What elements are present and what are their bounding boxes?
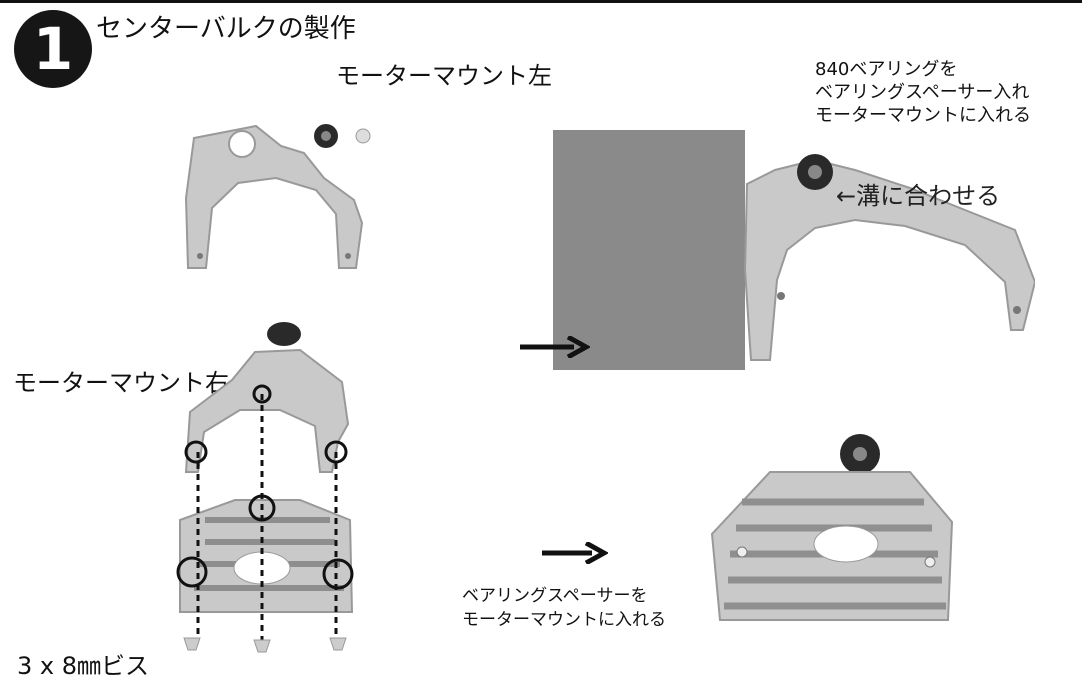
- circle-marker-icon: [324, 440, 348, 464]
- bearing-instruction: 840ベアリングを ベアリングスペーサー入れ モーターマウントに入れる: [815, 58, 1075, 127]
- top-rule: [0, 0, 1082, 3]
- step-number-badge: 1: [14, 10, 92, 88]
- bearing-line-2: ベアリングスペーサー入れ: [815, 82, 1030, 103]
- motor-mount-right-assembly-illustration: [160, 322, 380, 667]
- circle-marker-icon: [176, 556, 208, 588]
- motor-mount-right-label: モーターマウント右: [13, 369, 229, 397]
- screw-icon: [183, 637, 201, 651]
- subtitle-motor-mount-left: モーターマウント左: [336, 62, 552, 90]
- assembled-motor-mount-illustration: [700, 430, 970, 640]
- bearing-line-1: 840ベアリングを: [815, 59, 958, 80]
- step-number: 1: [32, 15, 74, 83]
- spacer-instruction: ベアリングスペーサーを モーターマウントに入れる: [462, 584, 722, 632]
- mount-with-bearing-illustration: [735, 150, 1035, 370]
- motor-mount-left-illustration: [176, 118, 396, 278]
- screw-spec-label: 3 x 8㎜ビス: [17, 652, 149, 680]
- page-title: センターバルクの製作: [96, 14, 356, 44]
- circle-marker-icon: [248, 494, 276, 522]
- spacer-line-1: ベアリングスペーサーを: [462, 586, 648, 606]
- spacer-line-2: モーターマウントに入れる: [462, 610, 666, 630]
- hand-holding-mount-photo: [553, 130, 745, 370]
- mid-right-arrow: [520, 336, 590, 358]
- circle-marker-icon: [184, 440, 208, 464]
- groove-instruction: ←溝に合わせる: [836, 182, 1001, 210]
- bearing-line-3: モーターマウントに入れる: [815, 105, 1031, 126]
- screw-icon: [329, 637, 347, 651]
- circle-marker-icon: [322, 558, 354, 590]
- bottom-right-arrow: [542, 542, 608, 564]
- screw-icon: [253, 639, 271, 653]
- circle-marker-icon: [252, 384, 272, 404]
- bearing-spacer-part: [267, 322, 301, 346]
